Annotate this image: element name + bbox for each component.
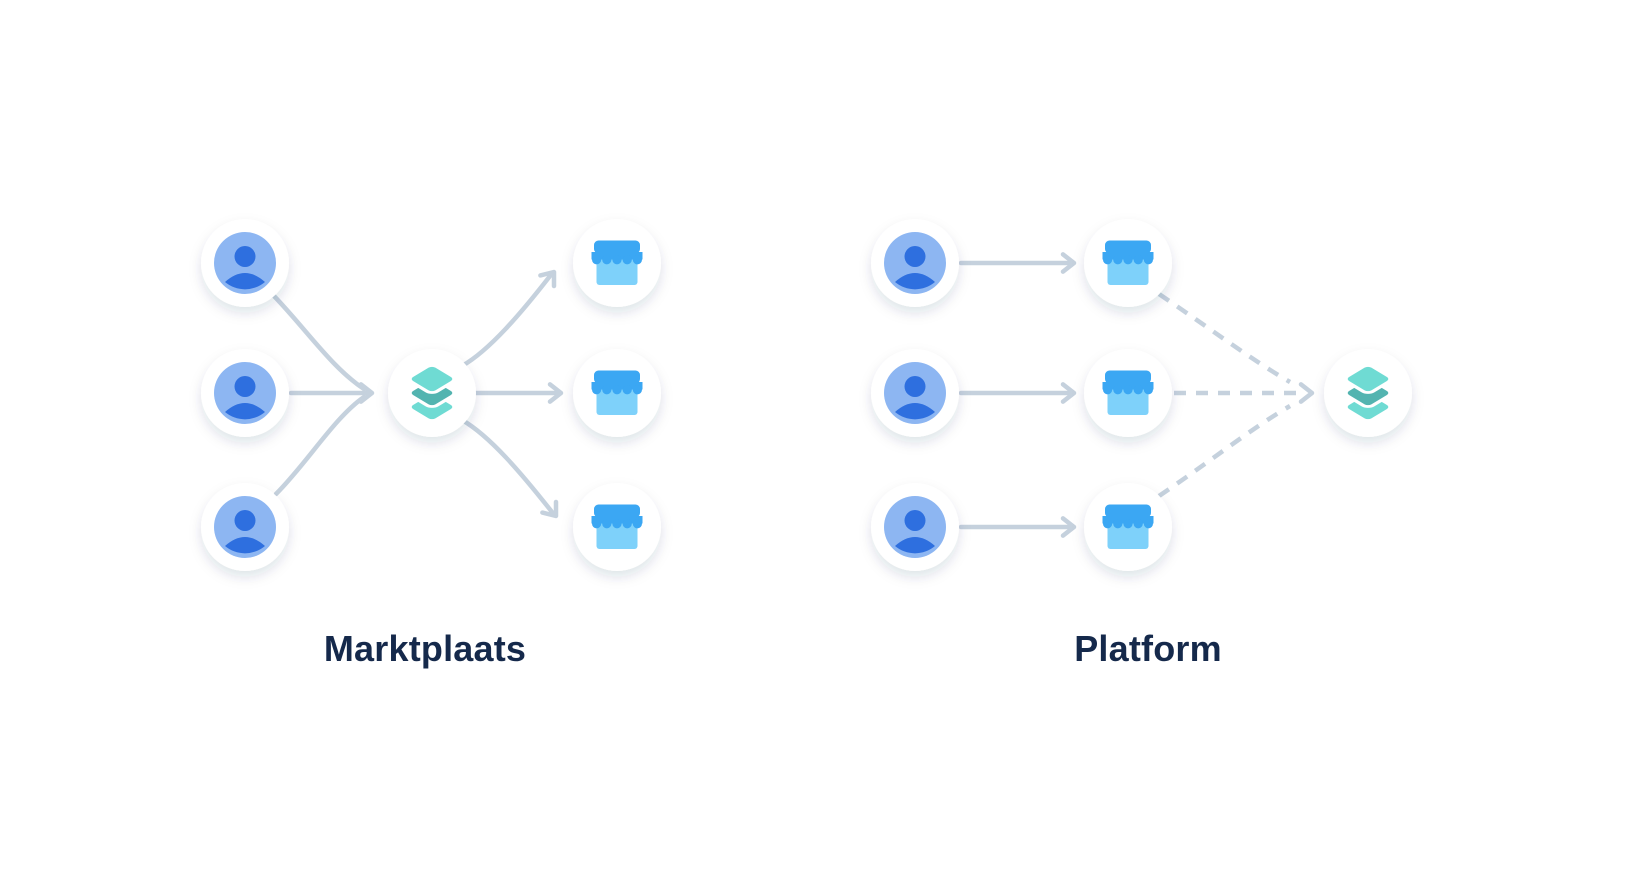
arrow xyxy=(273,394,367,497)
arrows-platform-to-sellers xyxy=(459,269,564,519)
dashed-arrow xyxy=(1157,404,1292,498)
store-node storefront-icon xyxy=(1084,349,1172,437)
marketplace-diagram xyxy=(140,160,720,630)
user-node user-icon xyxy=(871,219,959,307)
store-node storefront-icon xyxy=(573,219,661,307)
user-node user-icon xyxy=(201,219,289,307)
arrows-users-to-stores xyxy=(958,252,1077,538)
store-node storefront-icon xyxy=(573,349,661,437)
arrow xyxy=(271,293,367,392)
arrowhead-icon xyxy=(538,269,557,289)
arrowhead-icon xyxy=(1060,382,1077,404)
arrow xyxy=(459,273,553,369)
arrow xyxy=(459,417,555,515)
arrowhead-icon xyxy=(1060,516,1077,538)
platform-node layers-icon xyxy=(1324,349,1412,437)
user-node user-icon xyxy=(871,483,959,571)
store-node storefront-icon xyxy=(1084,219,1172,307)
user-node user-icon xyxy=(871,349,959,437)
arrows-stores-to-platform xyxy=(1157,292,1315,498)
platform-node layers-icon xyxy=(388,349,476,437)
arrowhead-icon xyxy=(540,499,559,519)
dashed-arrow xyxy=(1157,292,1292,384)
marketplace-label: Marktplaats xyxy=(323,628,527,669)
arrows-buyers-to-platform xyxy=(271,293,375,497)
user-node user-icon xyxy=(201,483,289,571)
store-node storefront-icon xyxy=(573,483,661,571)
user-node user-icon xyxy=(201,349,289,437)
arrowhead-icon xyxy=(358,382,375,404)
store-node storefront-icon xyxy=(1084,483,1172,571)
platform-label: Platform xyxy=(1074,628,1222,669)
platform-diagram xyxy=(820,160,1480,630)
arrowhead-icon xyxy=(1060,252,1077,274)
arrowhead-icon xyxy=(547,382,564,404)
arrowhead-icon xyxy=(1298,382,1315,404)
